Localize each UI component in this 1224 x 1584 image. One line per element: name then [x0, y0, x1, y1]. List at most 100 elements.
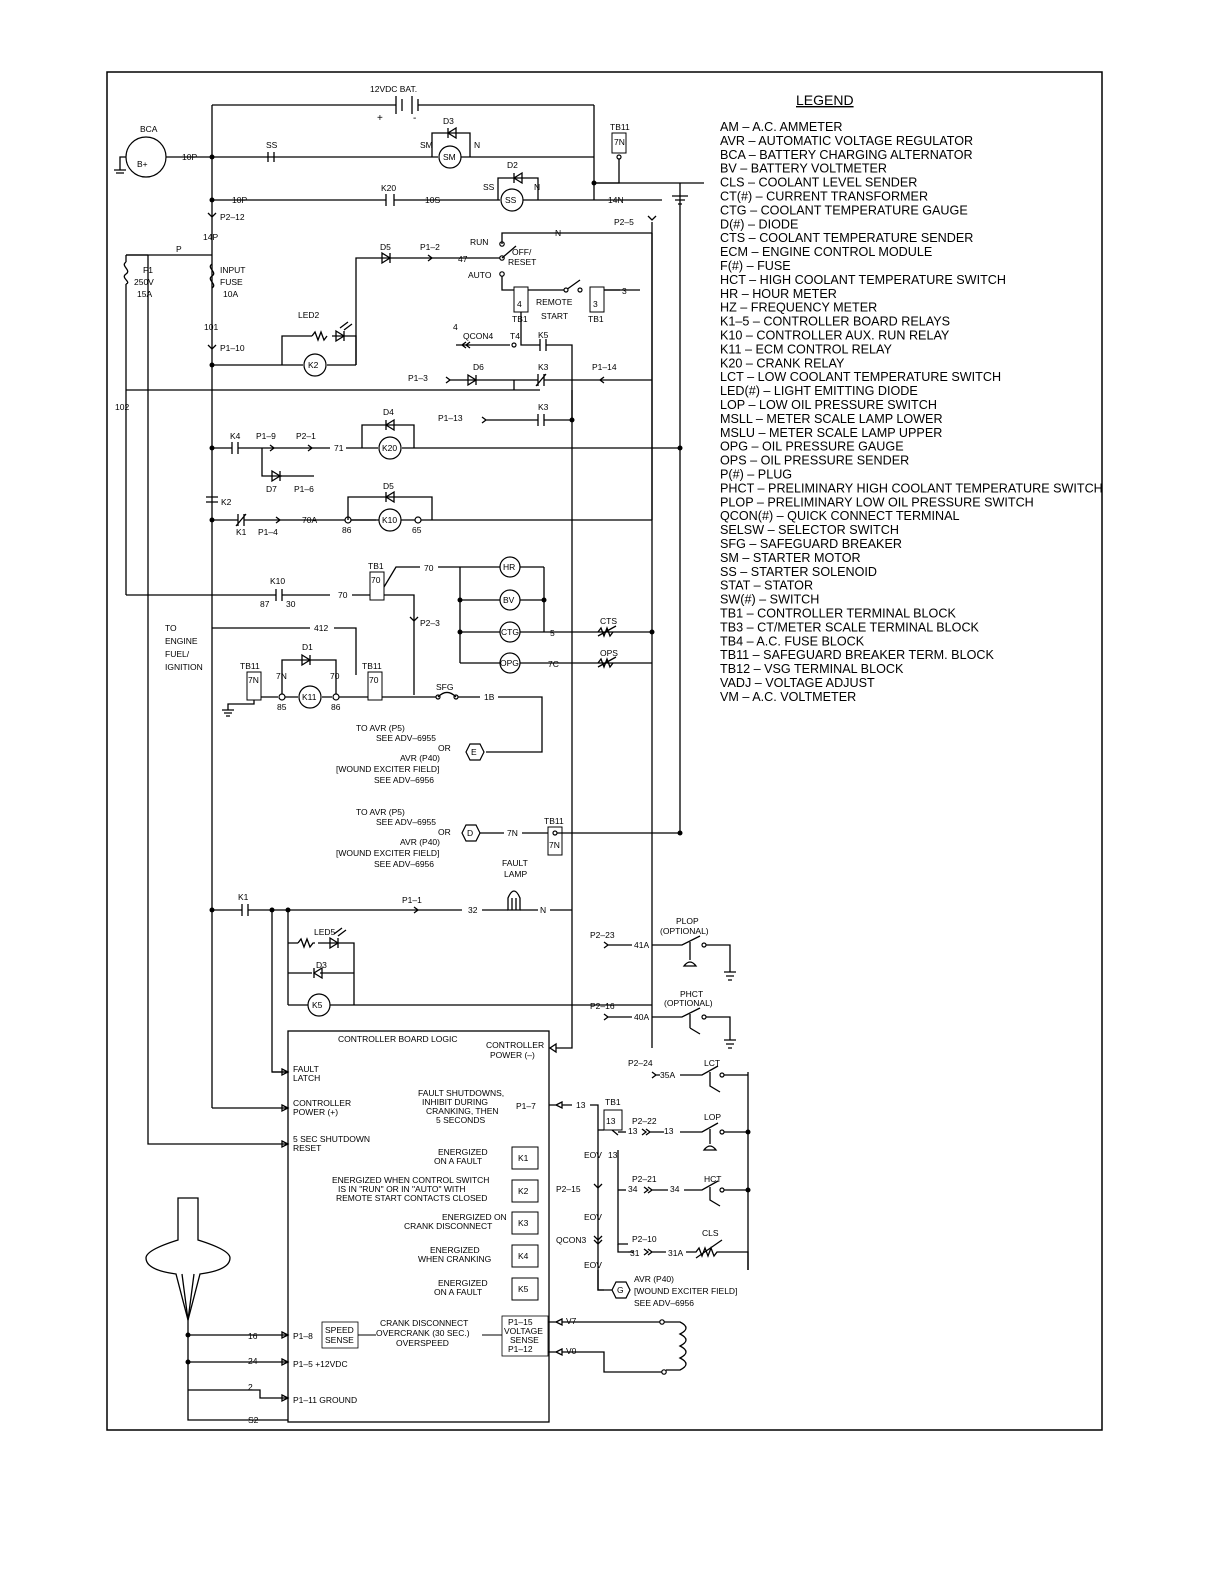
svg-text:13: 13 [608, 1150, 618, 1160]
svg-text:QCON4: QCON4 [463, 331, 494, 341]
legend-item: TB3 – CT/METER SCALE TERMINAL BLOCK [720, 620, 980, 634]
svg-text:SS: SS [505, 195, 517, 205]
svg-text:K3: K3 [538, 362, 549, 372]
svg-text:P1–11 GROUND: P1–11 GROUND [293, 1395, 357, 1405]
svg-text:CONTROLLER BOARD LOGIC: CONTROLLER BOARD LOGIC [338, 1034, 458, 1044]
legend-item: VM – A.C. VOLTMETER [720, 690, 856, 704]
legend-item: ECM – ENGINE CONTROL MODULE [720, 245, 932, 259]
tb11-block-top [611, 132, 627, 154]
svg-text:70: 70 [424, 563, 434, 573]
svg-text:31: 31 [630, 1248, 640, 1258]
svg-text:K1: K1 [238, 892, 249, 902]
svg-text:ENERGIZED: ENERGIZED [438, 1278, 488, 1288]
svg-text:P1–13: P1–13 [438, 413, 463, 423]
svg-text:P: P [176, 244, 182, 254]
legend-item: CLS – COOLANT LEVEL SENDER [720, 176, 917, 190]
svg-text:P1–15: P1–15 [508, 1317, 533, 1327]
svg-text:16: 16 [248, 1331, 258, 1341]
controller-board-logic [287, 1030, 550, 1423]
svg-text:OFF/: OFF/ [512, 247, 532, 257]
legend-item: PHCT – PRELIMINARY HIGH COOLANT TEMPERAT… [720, 481, 1103, 495]
svg-text:AVR (P40): AVR (P40) [400, 837, 440, 847]
svg-text:K2: K2 [308, 360, 319, 370]
svg-text:47: 47 [458, 254, 468, 264]
svg-text:15A: 15A [137, 289, 152, 299]
legend-item: CTS – COOLANT TEMPERATURE SENDER [720, 231, 973, 245]
svg-text:OVERCRANK (30 SEC.): OVERCRANK (30 SEC.) [376, 1328, 470, 1338]
relay-k2-coil [303, 353, 327, 377]
svg-text:SEE ADV–6956: SEE ADV–6956 [634, 1298, 694, 1308]
legend-item: LCT – LOW COOLANT TEMPERATURE SWITCH [720, 370, 1001, 384]
svg-text:WHEN CRANKING: WHEN CRANKING [418, 1254, 491, 1264]
svg-text:LAMP: LAMP [504, 869, 527, 879]
battery-plus: + [377, 113, 383, 124]
svg-text:14P: 14P [203, 232, 218, 242]
svg-text:P2–22: P2–22 [632, 1116, 657, 1126]
svg-text:TO: TO [165, 623, 177, 633]
svg-text:30: 30 [286, 599, 296, 609]
svg-text:2: 2 [248, 1382, 253, 1392]
svg-text:POWER (–): POWER (–) [490, 1050, 535, 1060]
svg-text:K11: K11 [302, 692, 317, 702]
connector-e [465, 743, 485, 761]
svg-text:3: 3 [593, 299, 598, 309]
svg-text:86: 86 [342, 525, 352, 535]
svg-text:P1–10: P1–10 [220, 343, 245, 353]
svg-text:P1–7: P1–7 [516, 1101, 536, 1111]
svg-text:CONTROLLER: CONTROLLER [293, 1098, 351, 1108]
svg-text:70: 70 [369, 675, 379, 685]
legend-item: LOP – LOW OIL PRESSURE SWITCH [720, 398, 937, 412]
legend-item: K11 – ECM CONTROL RELAY [720, 342, 893, 356]
svg-text:K3: K3 [518, 1218, 529, 1228]
svg-text:POWER (+): POWER (+) [293, 1107, 338, 1117]
svg-text:P2–5: P2–5 [614, 217, 634, 227]
legend-item: TB11 – SAFEGUARD BREAKER TERM. BLOCK [720, 648, 994, 662]
svg-text:K20: K20 [382, 443, 397, 453]
svg-text:3: 3 [622, 286, 627, 296]
legend-item: D(#) – DIODE [720, 217, 798, 231]
svg-text:34: 34 [670, 1184, 680, 1194]
legend-item: STAT – STATOR [720, 579, 813, 593]
svg-text:7C: 7C [548, 659, 559, 669]
svg-text:CTG: CTG [501, 627, 519, 637]
svg-text:IS IN "RUN" OR IN "AUTO" WITH: IS IN "RUN" OR IN "AUTO" WITH [338, 1184, 466, 1194]
svg-text:SENSE: SENSE [510, 1335, 539, 1345]
svg-text:K5: K5 [538, 330, 549, 340]
svg-text:K4: K4 [518, 1251, 529, 1261]
legend-item: K20 – CRANK RELAY [720, 356, 845, 370]
legend-item: F(#) – FUSE [720, 259, 791, 273]
svg-text:65: 65 [412, 525, 422, 535]
svg-text:1B: 1B [484, 692, 495, 702]
svg-text:34: 34 [628, 1184, 638, 1194]
svg-text:P1–3: P1–3 [408, 373, 428, 383]
svg-text:SPEED: SPEED [325, 1325, 354, 1335]
svg-text:AVR (P40): AVR (P40) [634, 1274, 674, 1284]
k20-contact-label: K20 [381, 183, 396, 193]
legend-item: QCON(#) – QUICK CONNECT TERMINAL [720, 509, 960, 523]
svg-text:P2–15: P2–15 [556, 1184, 581, 1194]
svg-text:P1–5 +12VDC: P1–5 +12VDC [293, 1359, 348, 1369]
svg-text:P1–2: P1–2 [420, 242, 440, 252]
svg-text:TO AVR (P5): TO AVR (P5) [356, 723, 405, 733]
svg-text:FAULT: FAULT [293, 1064, 319, 1074]
svg-text:CRANKING, THEN: CRANKING, THEN [426, 1106, 499, 1116]
svg-text:7N: 7N [507, 828, 518, 838]
svg-text:D5: D5 [383, 481, 394, 491]
svg-text:ENERGIZED: ENERGIZED [430, 1245, 480, 1255]
svg-text:V0: V0 [566, 1346, 577, 1356]
legend-item: OPG – OIL PRESSURE GAUGE [720, 440, 904, 454]
legend-item: P(#) – PLUG [720, 468, 792, 482]
svg-text:P2–23: P2–23 [590, 930, 615, 940]
svg-text:OR: OR [438, 827, 451, 837]
legend-item: SFG – SAFEGUARD BREAKER [720, 537, 902, 551]
svg-text:K10: K10 [382, 515, 397, 525]
svg-text:250V: 250V [134, 277, 154, 287]
svg-text:HR: HR [503, 562, 515, 572]
battery-minus: - [413, 113, 416, 124]
svg-text:P2–12: P2–12 [220, 212, 245, 222]
svg-text:V7: V7 [566, 1316, 577, 1326]
svg-text:70: 70 [338, 590, 348, 600]
legend-item: VADJ – VOLTAGE ADJUST [720, 676, 875, 690]
svg-text:K1: K1 [518, 1153, 529, 1163]
svg-text:OPG: OPG [500, 658, 519, 668]
